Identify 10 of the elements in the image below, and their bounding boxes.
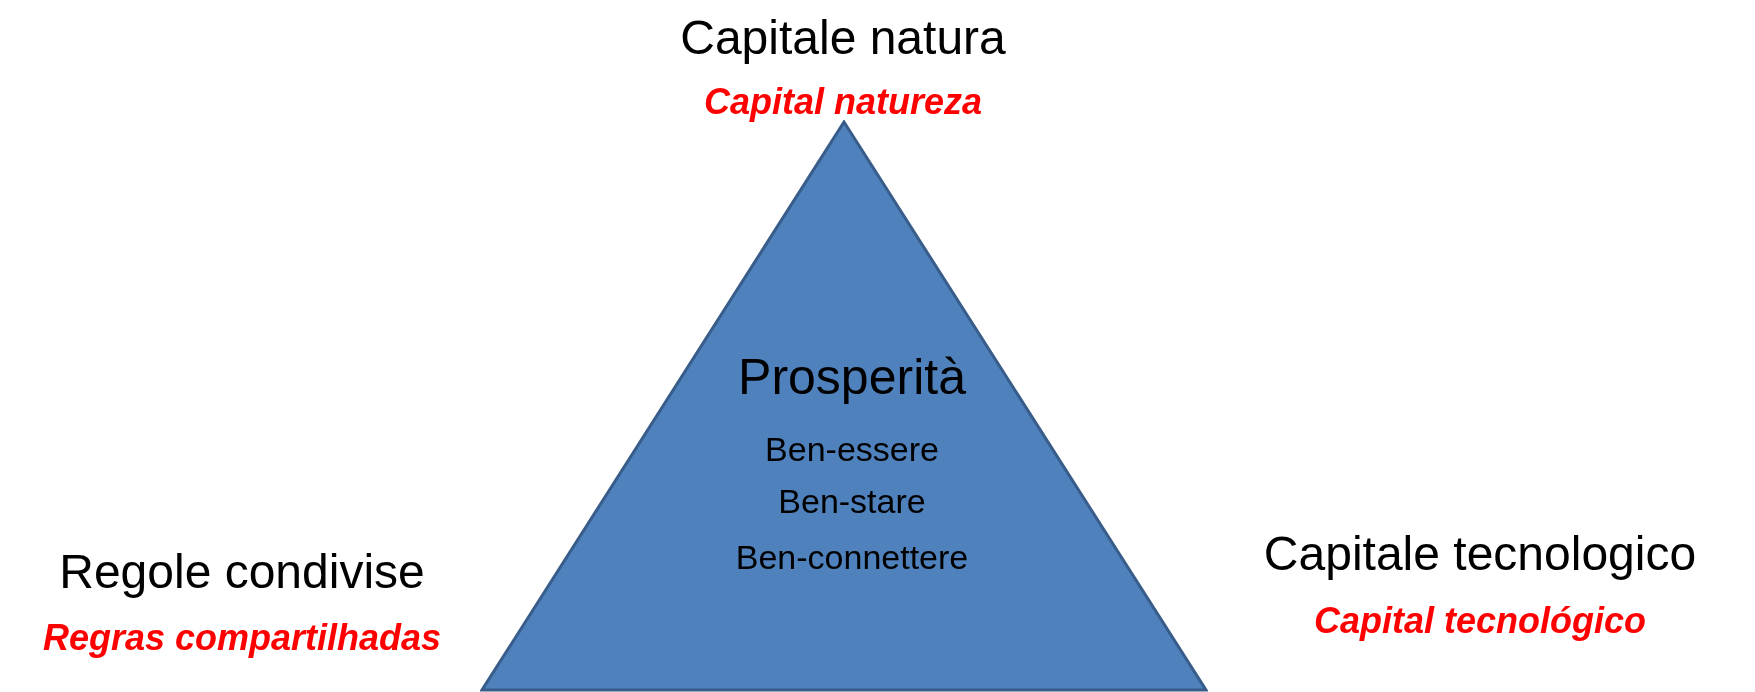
corner-translation: Capital natureza <box>703 84 983 120</box>
corner-translation: Capital tecnológico <box>1314 603 1646 639</box>
corner-label: Capitale natura <box>680 14 1006 62</box>
center-item: Ben-connettere <box>735 540 969 574</box>
corner-label: Regole condivise <box>59 548 425 596</box>
center-heading: Prosperità <box>738 352 966 402</box>
center-item: Ben-stare <box>778 484 926 518</box>
corner-translation: Regras compartilhadas <box>42 620 442 656</box>
corner-label: Capitale tecnologico <box>1263 530 1697 578</box>
center-item: Ben-essere <box>765 432 939 466</box>
